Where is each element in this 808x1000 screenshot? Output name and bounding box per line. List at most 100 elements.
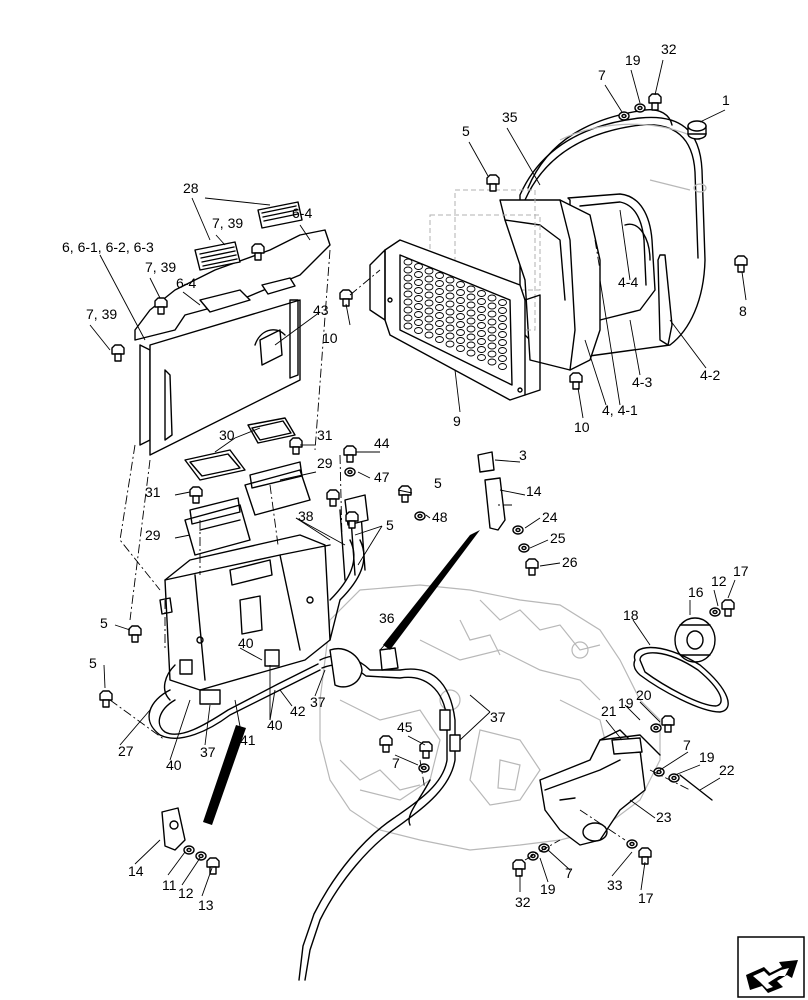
grille-hole <box>477 298 486 305</box>
washer <box>668 773 680 783</box>
callout-12a: 12 <box>178 885 194 901</box>
grille-hole <box>477 346 486 353</box>
leader-line <box>279 689 293 707</box>
callout-9: 9 <box>453 413 461 429</box>
leader-line <box>624 704 641 721</box>
washer <box>183 845 195 855</box>
leader-line <box>174 491 191 496</box>
leader-line <box>181 857 201 886</box>
callout-29a: 29 <box>317 455 333 471</box>
grille-hole <box>435 272 444 279</box>
callout-16: 16 <box>688 584 704 600</box>
grille-hole <box>487 350 497 358</box>
callout-20: 20 <box>636 687 652 703</box>
callout-4-4: 4-4 <box>618 274 638 290</box>
grille-hole <box>424 323 434 331</box>
washer-hole <box>653 725 659 731</box>
callout-11: 11 <box>162 877 177 893</box>
washer <box>518 543 530 553</box>
leader-line <box>214 437 236 453</box>
bolt-shank <box>348 520 356 529</box>
leader-line <box>169 699 191 761</box>
leader-line <box>630 69 641 104</box>
grille-hole <box>435 288 444 295</box>
callout-40c: 40 <box>166 757 182 773</box>
grille-hole <box>403 306 413 314</box>
callout-21: 21 <box>601 703 617 719</box>
grille-hole <box>487 318 497 326</box>
callout-13: 13 <box>198 897 214 913</box>
grille-hole <box>403 282 413 290</box>
leader-line <box>494 459 521 463</box>
callout-42: 42 <box>290 703 306 719</box>
grille-hole <box>498 355 507 362</box>
washer-hole <box>712 609 718 615</box>
leader-line <box>629 799 656 819</box>
grille-hole <box>487 310 497 318</box>
washer-hole <box>417 513 423 519</box>
duct-adapter-left <box>184 497 251 556</box>
grille-hole <box>498 323 507 330</box>
grille-hole <box>477 322 486 329</box>
bolt-head <box>206 857 220 868</box>
bolts <box>99 93 748 877</box>
leader-line <box>204 704 211 746</box>
callout-7-39b: 7, 39 <box>145 259 176 275</box>
callout-30: 30 <box>219 427 235 443</box>
leader-line <box>201 867 213 897</box>
leader-line <box>134 839 161 865</box>
grille-hole <box>487 358 497 366</box>
leader-line <box>454 369 461 413</box>
callout-22: 22 <box>719 762 735 778</box>
radiator-grille <box>369 189 541 401</box>
callout-1: 1 <box>722 92 730 108</box>
assembly-arrows <box>203 530 480 825</box>
bolt-shank <box>664 724 672 733</box>
leader-line <box>234 427 261 439</box>
bolt-head <box>345 511 359 522</box>
grille-hole <box>498 307 507 314</box>
callout-25: 25 <box>550 530 566 546</box>
grille-hole <box>414 303 423 310</box>
grille-hole <box>424 291 434 299</box>
grille-hole <box>487 334 497 342</box>
grille-hole <box>445 300 455 308</box>
grille-hole <box>414 287 423 294</box>
callout-7b: 7 <box>392 755 400 771</box>
air-duct-panel <box>134 229 331 456</box>
bolt-head <box>486 174 500 185</box>
callout-24: 24 <box>542 509 558 525</box>
callout-7-39c: 7, 39 <box>86 306 117 322</box>
leader-line <box>407 735 426 746</box>
leader-line <box>539 857 549 883</box>
leader-line <box>234 699 243 738</box>
bolt-head <box>343 445 357 456</box>
leader-line <box>611 851 633 877</box>
grille-hole <box>477 338 486 345</box>
leader-line <box>357 525 383 566</box>
vent-grille-right <box>257 201 303 229</box>
callout-36: 36 <box>379 610 395 626</box>
grille-hole <box>445 292 455 300</box>
leader-line <box>741 271 747 301</box>
bolt-head <box>721 599 735 610</box>
leader-line <box>599 279 621 406</box>
grille-hole <box>498 347 507 354</box>
grille-hole <box>403 314 413 322</box>
bolt-rod <box>679 774 713 801</box>
bolt-head <box>648 93 662 104</box>
grille-mesh <box>403 258 507 370</box>
callout-8: 8 <box>739 303 747 319</box>
bolt-head <box>289 437 303 448</box>
washer <box>418 763 430 773</box>
washer-hole <box>530 853 536 859</box>
bolt-shank <box>114 353 122 362</box>
grille-hole <box>498 331 507 338</box>
washer-hole <box>629 841 635 847</box>
callout-29b: 29 <box>145 527 161 543</box>
next-page-button[interactable] <box>737 936 805 998</box>
leader-line <box>604 84 623 113</box>
grille-hole <box>487 326 497 334</box>
callout-44: 44 <box>374 435 390 451</box>
